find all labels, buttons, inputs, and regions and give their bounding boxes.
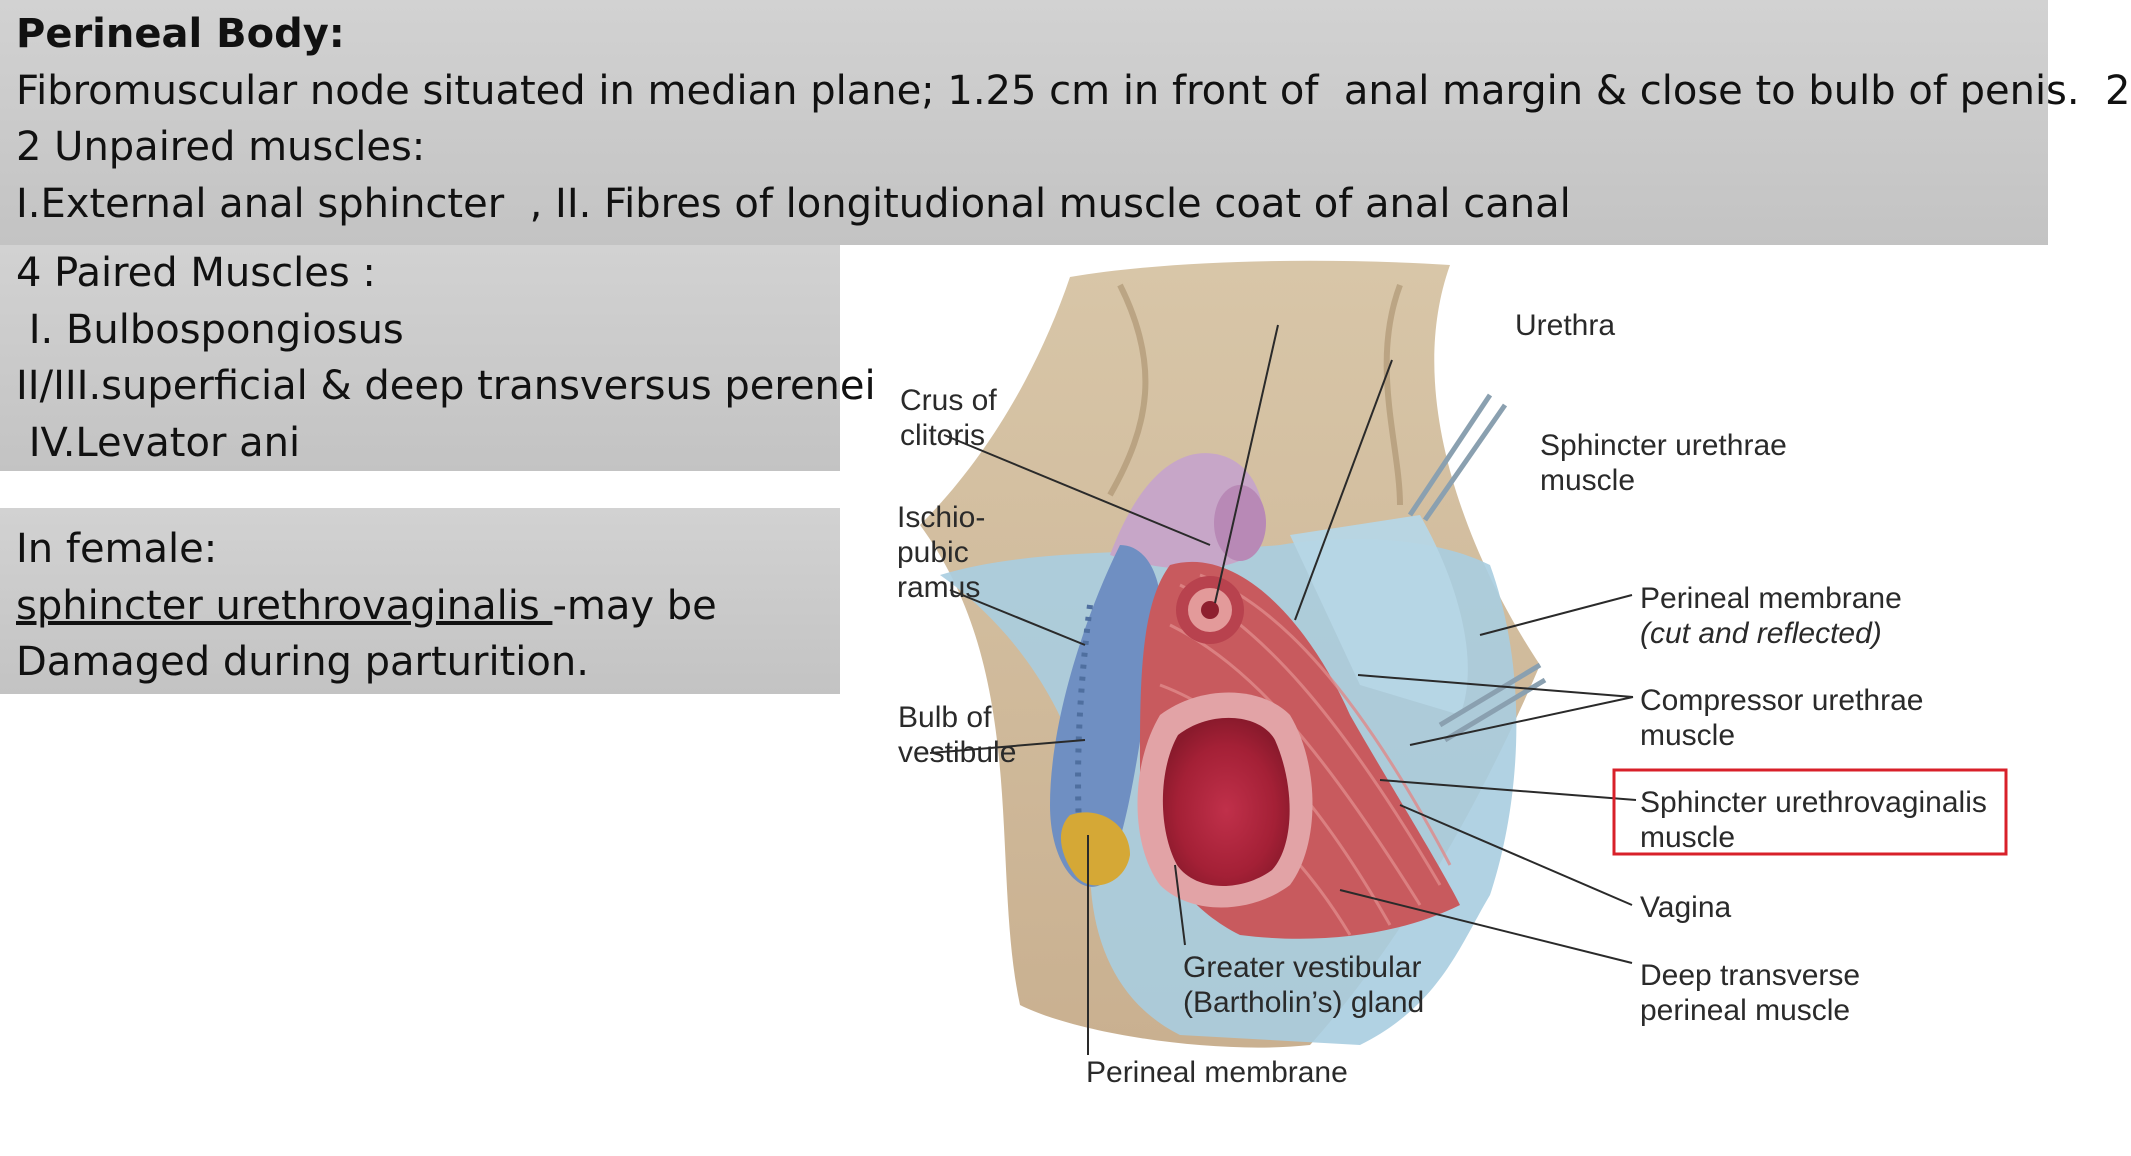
label-crus-2: clitoris: [900, 419, 985, 452]
highlight-box: [1612, 768, 2008, 856]
label-bulb-2: vestibule: [898, 736, 1016, 769]
label-greater-vestibular-2: (Bartholin’s) gland: [1183, 986, 1424, 1019]
section-title: Perineal Body:: [16, 11, 345, 57]
paired-item: I. Bulbospongiosus: [16, 306, 404, 353]
female-heading: In female:: [16, 526, 218, 572]
label-vagina: Vagina: [1640, 891, 1732, 924]
label-sphincter-urethrae: Sphincter urethrae: [1540, 429, 1787, 462]
label-deep-transverse-2: perineal muscle: [1640, 994, 1850, 1027]
anatomy-figure: Urethra Sphincter urethrae muscle Perine…: [840, 245, 2048, 1152]
perineal-body-box: Perineal Body: Fibromuscular node situat…: [0, 0, 2131, 245]
female-term-line: sphincter urethrovaginalis -may be: [16, 578, 824, 635]
female-damage-line: Damaged during parturition.: [16, 639, 589, 685]
label-sphincter-urethrae-2: muscle: [1540, 464, 1635, 497]
paired-muscles-box: 4 Paired Muscles : I. Bulbospongiosus II…: [0, 245, 876, 471]
label-perineal-membrane-bottom: Perineal membrane: [1086, 1056, 1348, 1089]
paired-item: IV.Levator ani: [16, 419, 301, 466]
unpaired-heading: 2 Unpaired muscles:: [16, 124, 426, 170]
label-ischio-2: pubic: [897, 536, 969, 569]
label-perineal-membrane-note: (cut and reflected): [1640, 617, 1882, 650]
paired-heading: 4 Paired Muscles :: [16, 250, 376, 296]
label-crus: Crus of: [900, 384, 997, 417]
label-ischio-3: ramus: [897, 571, 980, 604]
label-sphincter-urethrovaginalis-2: muscle: [1640, 821, 1735, 854]
label-compressor-urethrae: Compressor urethrae: [1640, 684, 1923, 717]
label-bulb: Bulb of: [898, 701, 992, 734]
label-compressor-urethrae-2: muscle: [1640, 719, 1735, 752]
unpaired-list: I.External anal sphincter , II. Fibres o…: [16, 180, 1571, 227]
label-urethra: Urethra: [1515, 309, 1615, 342]
female-note-box: In female: sphincter urethrovaginalis -m…: [0, 508, 840, 694]
label-deep-transverse: Deep transverse: [1640, 959, 1860, 992]
label-perineal-membrane-right: Perineal membrane: [1640, 582, 1902, 615]
bulb-region: [1050, 545, 1161, 887]
perineum-illustration: Urethra Sphincter urethrae muscle Perine…: [897, 260, 2008, 1089]
label-sphincter-urethrovaginalis: Sphincter urethrovaginalis: [1640, 786, 1987, 819]
gland-region: [1060, 812, 1130, 886]
paired-item: II/III.superficial & deep transversus pe…: [16, 363, 876, 409]
label-ischio: Ischio-: [897, 501, 985, 534]
description-line: Fibromuscular node situated in median pl…: [16, 67, 2131, 114]
female-term-rest: -may be: [552, 582, 717, 629]
female-term: sphincter urethrovaginalis: [16, 582, 553, 629]
label-greater-vestibular: Greater vestibular: [1183, 951, 1421, 984]
